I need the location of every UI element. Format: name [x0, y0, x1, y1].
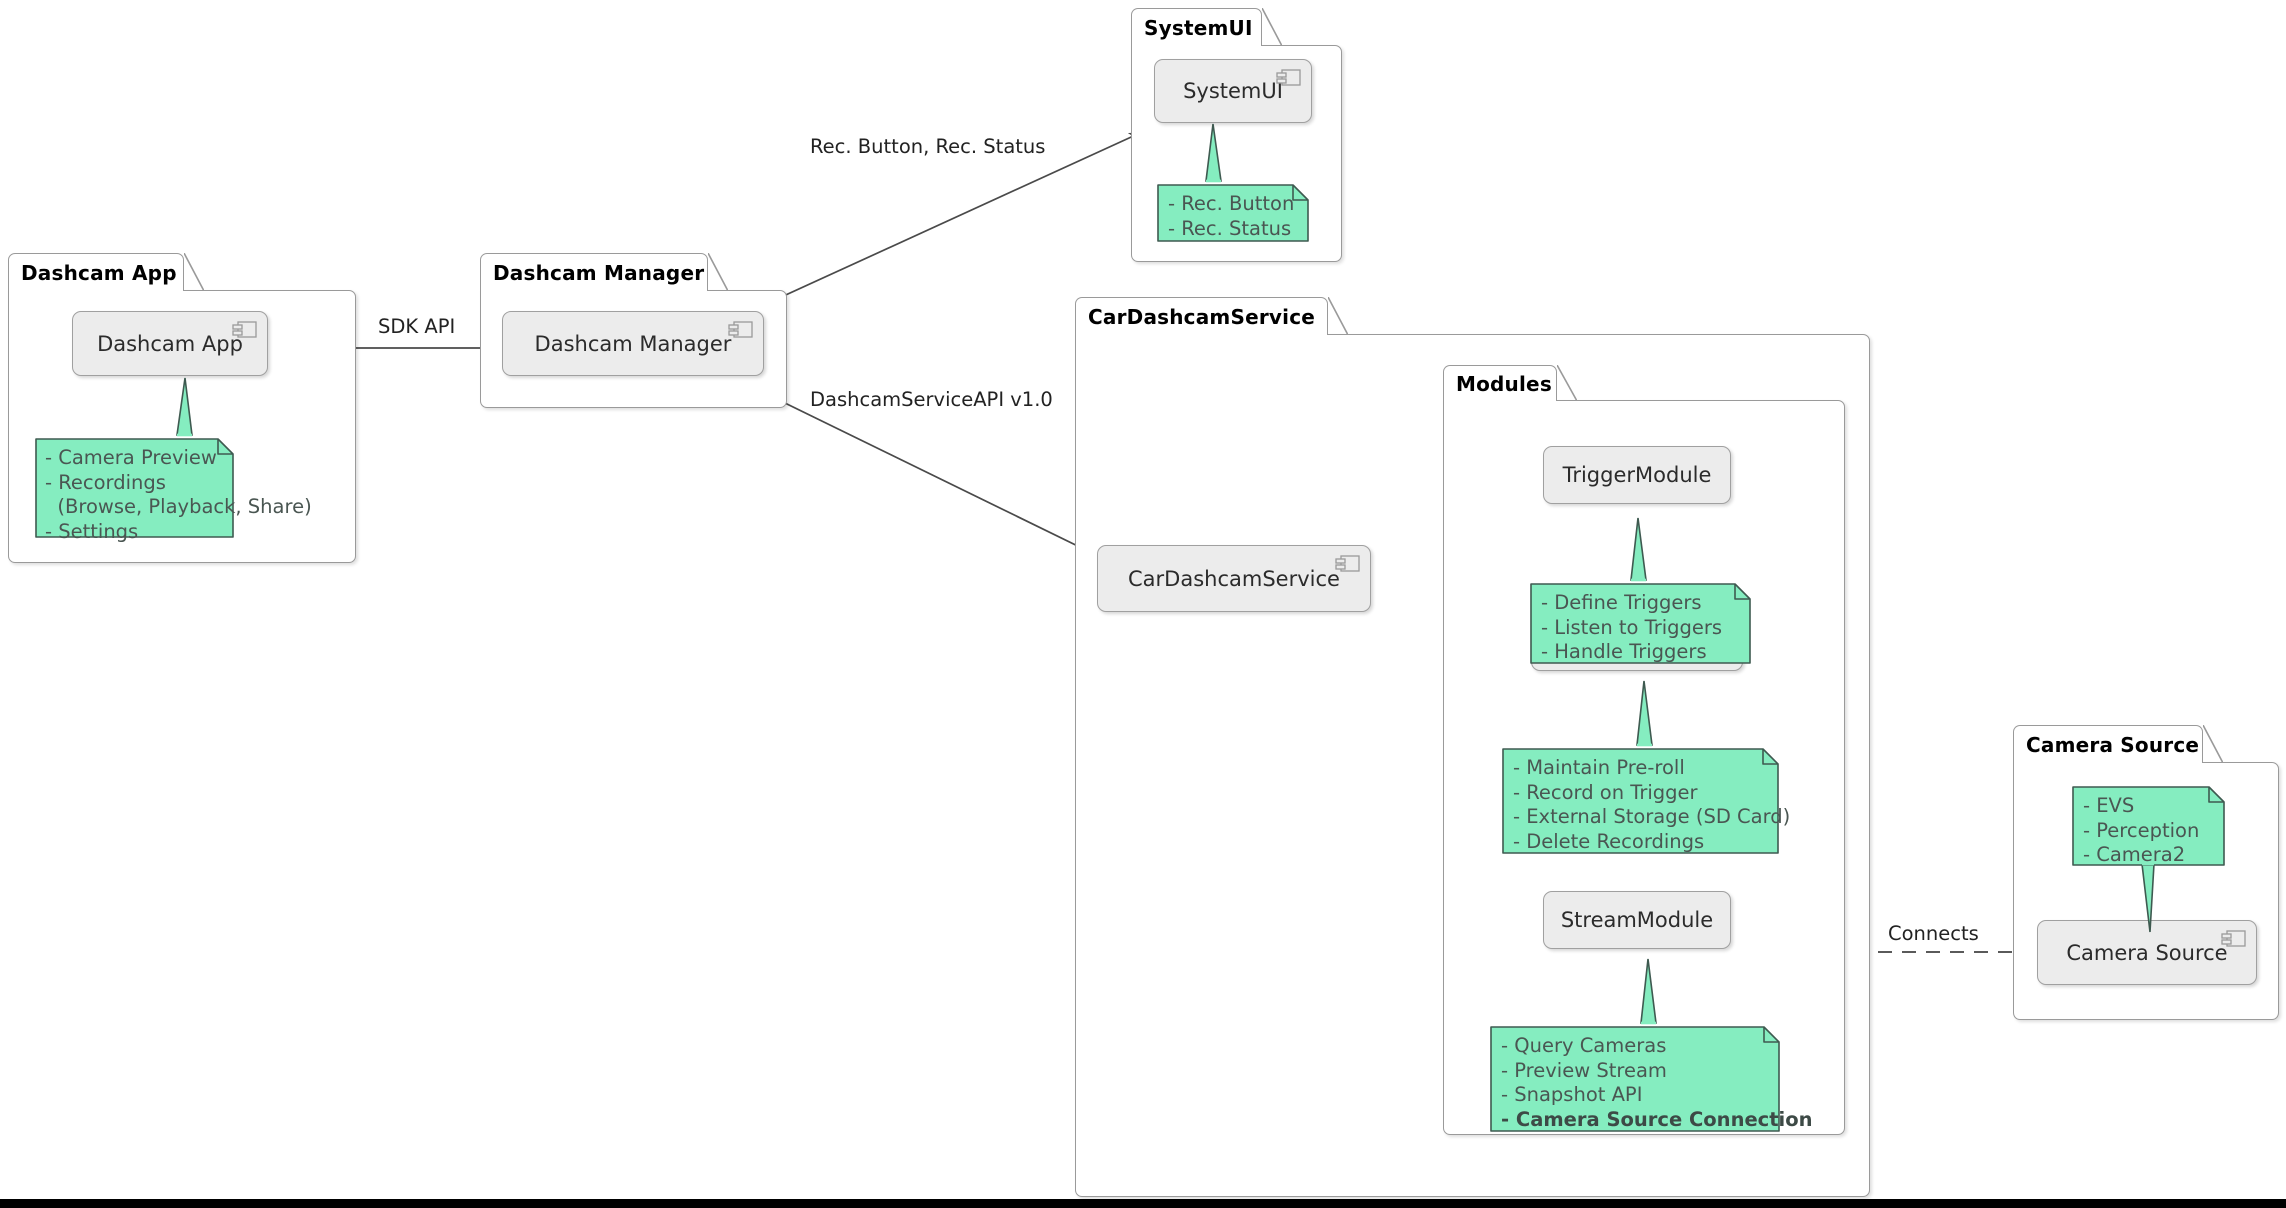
- note-line: - Recordings: [45, 470, 166, 494]
- note-text-camera-source: - EVS - Perception - Camera2: [2083, 794, 2199, 868]
- note-line: - Rec. Status: [1168, 216, 1292, 240]
- package-dashcam-app[interactable]: Dashcam App Dashcam App - Camera Preview…: [8, 253, 356, 563]
- component-dashcam-app[interactable]: Dashcam App: [72, 311, 268, 376]
- note-text-dashcam-app: - Camera Preview - Recordings (Browse, P…: [45, 446, 312, 544]
- note-shape: [1530, 517, 1751, 664]
- note-line: - Listen to Triggers: [1541, 615, 1723, 639]
- note-line: - Record on Trigger: [1513, 780, 1698, 804]
- component-label: StreamModule: [1560, 908, 1714, 932]
- note-camera-source: - EVS - Perception - Camera2: [2070, 784, 2228, 933]
- package-system-ui[interactable]: SystemUI SystemUI - Rec. Button - Rec. S…: [1131, 8, 1342, 262]
- edge-manager-to-systemui: [741, 132, 1141, 316]
- note-line: - External Storage (SD Card): [1513, 805, 1791, 828]
- note-line: - Preview Stream: [1501, 1058, 1667, 1082]
- note-text-trigger-module: - Define Triggers - Listen to Triggers -…: [1541, 591, 1722, 665]
- note-line: - Perception: [2083, 818, 2200, 842]
- package-label: SystemUI: [1144, 15, 1253, 40]
- package-tab-system-ui: SystemUI: [1131, 8, 1262, 46]
- note-line: - Camera2: [2083, 843, 2186, 866]
- note-line: - Rec. Button: [1168, 192, 1295, 215]
- package-tab-camera-source: Camera Source: [2013, 725, 2203, 763]
- note-line: - Delete Recordings: [1513, 829, 1705, 853]
- edge-label-sdk-api: SDK API: [378, 315, 456, 338]
- package-tab-slant: [1328, 297, 1348, 335]
- package-tab-modules: Modules: [1443, 365, 1557, 401]
- component-car-dashcam-service[interactable]: CarDashcamService: [1097, 545, 1371, 612]
- component-label: Camera Source: [2066, 940, 2228, 965]
- package-tab-slant: [2203, 725, 2223, 763]
- uml-component-icon: [2221, 930, 2246, 947]
- component-label: SystemUI: [1183, 79, 1283, 103]
- note-text-stream-module: - Query Cameras - Preview Stream - Snaps…: [1501, 1034, 1813, 1132]
- component-dashcam-manager[interactable]: Dashcam Manager: [502, 311, 764, 376]
- note-shape: [1157, 123, 1309, 242]
- package-tab-dashcam-app: Dashcam App: [8, 253, 184, 291]
- package-label: Camera Source: [2026, 732, 2200, 757]
- component-label: Dashcam App: [97, 331, 243, 356]
- uml-component-icon: [232, 321, 257, 338]
- package-tab-slant: [708, 253, 728, 291]
- component-trigger-module[interactable]: TriggerModule: [1543, 446, 1731, 504]
- component-stream-module[interactable]: StreamModule: [1543, 891, 1731, 949]
- note-shape: [35, 377, 234, 538]
- note-shape: [2072, 786, 2225, 933]
- uml-component-icon: [1276, 69, 1301, 86]
- package-car-dashcam-service[interactable]: CarDashcamService CarDashcamService Modu…: [1075, 297, 1870, 1197]
- note-text-system-ui: - Rec. Button - Rec. Status: [1168, 192, 1294, 241]
- uml-component-icon: [1335, 555, 1360, 572]
- edge-label-dashcam-service-api: DashcamServiceAPI v1.0: [810, 388, 1053, 411]
- package-label: Modules: [1456, 371, 1552, 396]
- component-camera-source[interactable]: Camera Source: [2037, 920, 2257, 985]
- note-recording-module: - Maintain Pre-roll - Record on Trigger …: [1500, 680, 1790, 855]
- component-label: TriggerModule: [1562, 463, 1712, 487]
- package-tab-dashcam-manager: Dashcam Manager: [480, 253, 708, 291]
- note-system-ui: - Rec. Button - Rec. Status: [1155, 123, 1312, 244]
- uml-component-icon: [728, 321, 753, 338]
- edge-label-connects: Connects: [1888, 922, 1979, 945]
- package-dashcam-manager[interactable]: Dashcam Manager Dashcam Manager: [480, 253, 787, 408]
- note-trigger-module: - Define Triggers - Listen to Triggers -…: [1528, 517, 1754, 666]
- edge-label-rec-button-status: Rec. Button, Rec. Status: [810, 135, 1046, 158]
- bottom-bar: [0, 1199, 2286, 1208]
- note-line: - Handle Triggers: [1541, 640, 1707, 663]
- package-modules[interactable]: Modules TriggerModule - Define Triggers …: [1443, 365, 1845, 1135]
- note-line: - Define Triggers: [1541, 591, 1702, 614]
- package-tab-slant: [1557, 365, 1577, 401]
- component-label: Dashcam Manager: [534, 331, 732, 356]
- note-line: - Maintain Pre-roll: [1513, 756, 1685, 779]
- edge-manager-to-service: [741, 381, 1093, 554]
- note-dashcam-app: - Camera Preview - Recordings (Browse, P…: [32, 377, 312, 543]
- note-line: (Browse, Playback, Share): [45, 495, 312, 518]
- component-system-ui[interactable]: SystemUI: [1154, 59, 1312, 123]
- package-tab-slant: [1262, 8, 1282, 46]
- package-camera-source[interactable]: Camera Source - EVS - Perception - Camer…: [2013, 725, 2279, 1020]
- note-shape: [1502, 680, 1779, 854]
- note-line: - Settings: [45, 519, 139, 543]
- package-label: CarDashcamService: [1088, 304, 1316, 329]
- package-tab-slant: [184, 253, 204, 291]
- package-tab-car-dashcam-service: CarDashcamService: [1075, 297, 1328, 335]
- component-label: CarDashcamService: [1128, 566, 1340, 591]
- note-stream-module: - Query Cameras - Preview Stream - Snaps…: [1488, 958, 1813, 1133]
- note-line: - Camera Preview: [45, 446, 217, 469]
- note-text-recording-module: - Maintain Pre-roll - Record on Trigger …: [1513, 756, 1790, 854]
- note-line-bold: - Camera Source Connection: [1501, 1107, 1813, 1131]
- package-label: Dashcam App: [21, 260, 177, 285]
- note-shape: [1490, 958, 1780, 1132]
- package-label: Dashcam Manager: [493, 260, 705, 285]
- note-line: - Snapshot API: [1501, 1083, 1643, 1106]
- note-line: - EVS: [2083, 794, 2135, 817]
- note-line: - Query Cameras: [1501, 1034, 1667, 1057]
